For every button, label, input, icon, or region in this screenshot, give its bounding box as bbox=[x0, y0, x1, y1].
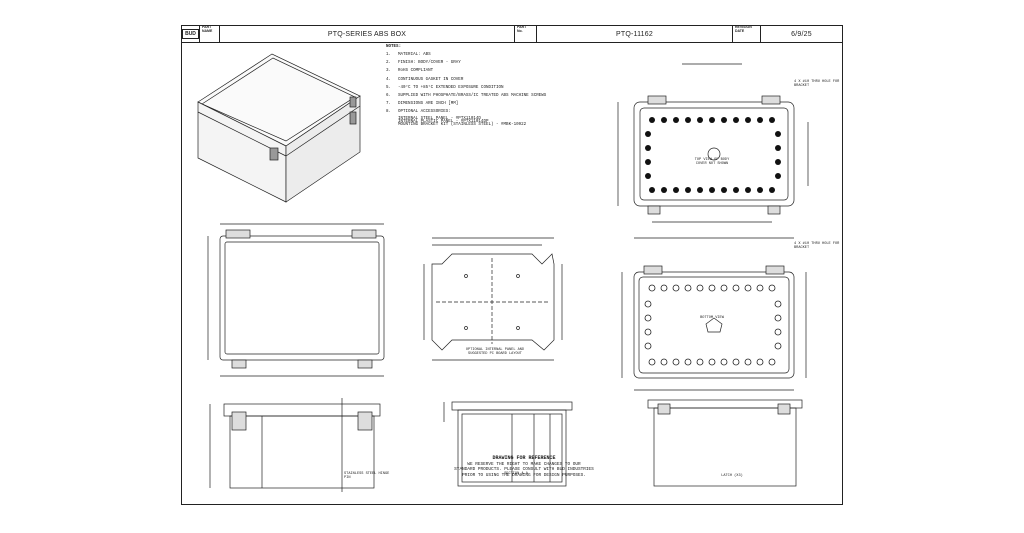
part-name-value: PTQ-SERIES ABS BOX bbox=[220, 26, 515, 42]
part-number-value: PTQ-11162 bbox=[537, 26, 733, 42]
top-view-label: TOP VIEW OF BODY COVER NOT SHOWN bbox=[694, 158, 730, 166]
panel-note: OPTIONAL INTERNAL PANEL AND SUGGESTED PC… bbox=[465, 348, 525, 356]
note-item: 5.-40°C TO +85°C EXTENDED EXPOSURE CONDI… bbox=[386, 85, 504, 90]
note-item: 3.RoHS COMPLIANT bbox=[386, 69, 434, 74]
reference-line: PRIOR TO USING THE DRAWING FOR DESIGN PU… bbox=[462, 472, 586, 478]
company-logo-cell: BUD bbox=[182, 26, 200, 42]
reference-line: WE RESERVE THE RIGHT TO MAKE CHANGES TO … bbox=[467, 461, 581, 467]
reference-heading: DRAWING FOR REFERENCE bbox=[492, 455, 556, 461]
front-view bbox=[207, 223, 385, 377]
holes-note-top: 4 X #10 THRU HOLE FOR BRACKET bbox=[794, 80, 840, 88]
mounting-holes bbox=[645, 117, 781, 193]
side-view bbox=[209, 398, 381, 492]
drawing-sheet: BUD PART NAME PTQ-SERIES ABS BOX PART No… bbox=[181, 25, 843, 505]
title-block: BUD PART NAME PTQ-SERIES ABS BOX PART No… bbox=[182, 25, 842, 43]
note-item: 6.SUPPLIED WITH PHOSPHATE/BRASS/IC TREAT… bbox=[386, 93, 547, 98]
notes-title: NOTES: bbox=[386, 45, 402, 49]
revision-date-value: 6/9/25 bbox=[791, 30, 812, 38]
section-view bbox=[443, 401, 573, 487]
reference-line: STANDARD PRODUCTS. PLEASE CONSULT WITH B… bbox=[454, 467, 594, 472]
hinge-note: STAINLESS STEEL HINGE PIN bbox=[344, 472, 390, 480]
part-number-caption: PART No. bbox=[515, 25, 537, 42]
bottom-view-label: BOTTOM VIEW bbox=[700, 316, 724, 320]
note-item: 8.OPTIONAL ACCESSORIES: bbox=[386, 110, 451, 115]
note-item: 7.DIMENSIONS ARE INCH [MM] bbox=[386, 102, 459, 107]
latch-note: LATCH (X3) bbox=[721, 474, 743, 478]
isometric-view bbox=[197, 53, 361, 203]
accessory-item: INTERNAL STEEL PANEL - #PTX11014D bbox=[398, 116, 481, 121]
note-item: 2.FINISH: BODY/COVER - GRAY bbox=[386, 61, 461, 66]
internal-panel-view bbox=[423, 237, 563, 361]
note-item: 1.MATERIAL: ABS bbox=[386, 53, 431, 57]
bottom-view bbox=[621, 265, 807, 391]
reference-note: DRAWING FOR REFERENCE WE RESERVE THE RIG… bbox=[414, 455, 634, 478]
technical-drawing bbox=[197, 53, 809, 492]
notes-block: NOTES: 1.MATERIAL: ABS 2.FINISH: BODY/CO… bbox=[386, 45, 546, 128]
bottom-holes bbox=[644, 284, 782, 366]
accessory-item: MOUNTING BRACKET KIT (STAINLESS STEEL) -… bbox=[398, 122, 527, 127]
accessory-item: INTERNAL PLASTIC PANEL - #PTX11014DP bbox=[398, 119, 489, 124]
top-view-body bbox=[617, 63, 809, 239]
section-mark: SECTION A-A bbox=[504, 472, 528, 476]
revision-date-caption: REVISION DATE bbox=[733, 25, 761, 42]
part-name-caption: PART NAME bbox=[200, 25, 220, 42]
end-view bbox=[647, 399, 803, 487]
holes-note-bottom: 4 X #10 THRU HOLE FOR BRACKET bbox=[794, 242, 840, 250]
note-item: 4.CONTINUOUS GASKET IN COVER bbox=[386, 77, 464, 82]
company-logo: BUD bbox=[182, 29, 199, 39]
